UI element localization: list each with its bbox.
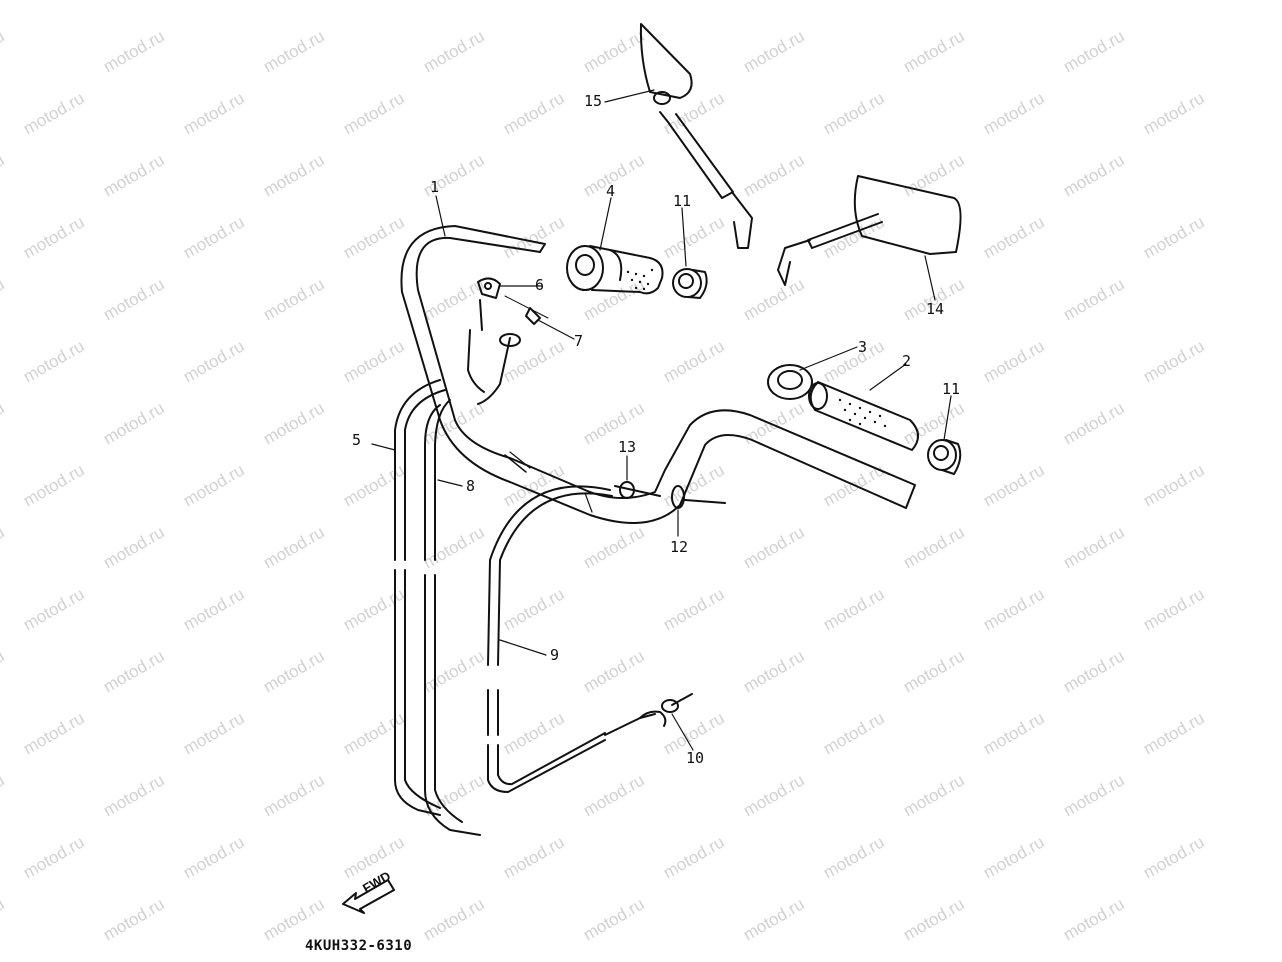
callout-13: 13 <box>618 438 637 456</box>
callout-14: 14 <box>926 300 945 318</box>
callout-8: 8 <box>466 477 476 495</box>
bar-end-lower <box>927 439 962 475</box>
callout-2: 2 <box>902 352 912 370</box>
callout-15: 15 <box>584 92 603 110</box>
callout-11-upper: 11 <box>673 192 692 210</box>
callout-7: 7 <box>574 332 584 350</box>
callout-9: 9 <box>550 646 560 664</box>
callout-3: 3 <box>858 338 868 356</box>
callout-1: 1 <box>430 178 440 196</box>
diagram-part-code: 4KUH332-6310 <box>305 938 413 954</box>
mirror-left <box>777 175 962 286</box>
callout-4: 4 <box>606 182 616 200</box>
callout-10: 10 <box>686 749 705 767</box>
callout-11-lower: 11 <box>942 380 961 398</box>
callout-6: 6 <box>535 276 545 294</box>
grip-washer <box>767 364 813 400</box>
callout-5: 5 <box>352 431 362 449</box>
throttle-grip-dots <box>626 268 654 291</box>
left-grip-dots <box>838 398 887 428</box>
bar-end-upper <box>672 268 708 299</box>
left-grip <box>808 381 919 451</box>
clamp-bracket <box>477 277 549 331</box>
handlebar <box>400 225 916 524</box>
callout-12: 12 <box>670 538 689 556</box>
throttle-housing <box>566 245 664 295</box>
mirror-right <box>639 23 753 249</box>
